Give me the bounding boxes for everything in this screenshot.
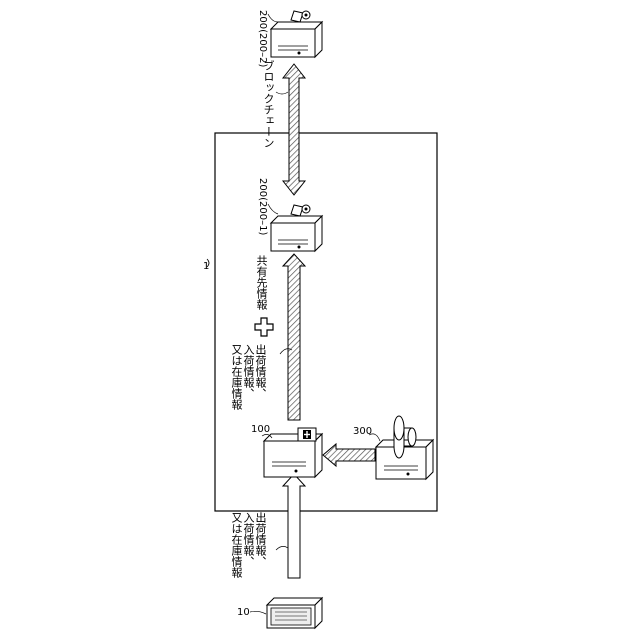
leader-blockchain	[276, 92, 288, 94]
info-center-line-3: 又は在庫情報	[230, 344, 242, 410]
plus-icon	[255, 318, 273, 336]
label-system-number: 1	[203, 261, 209, 272]
leader-node-inner	[268, 204, 278, 214]
label-blockchain: ブロックチェーン	[262, 60, 274, 148]
info-left-line-1: 出荷情報、	[254, 512, 266, 578]
wallet-icon-inner	[291, 205, 310, 216]
blockchain-double-arrow	[283, 64, 305, 195]
node-200-1	[271, 216, 322, 251]
info-block-left: 出荷情報、 入荷情報、 又は在庫情報	[230, 512, 266, 578]
info-center-line-1: 出荷情報、	[254, 344, 266, 410]
node-200-2	[271, 22, 322, 57]
leader-node-outer	[268, 14, 278, 22]
plus-module-icon	[298, 428, 316, 441]
label-server-300-number: 300	[353, 426, 372, 437]
info-left-line-2: 入荷情報、	[242, 512, 254, 578]
label-node-inner: 200(200–1)	[256, 178, 268, 235]
label-node-outer: 200(200–2)	[256, 10, 268, 67]
terminal-device	[267, 598, 322, 628]
label-server-100-number: 100	[251, 424, 270, 435]
arrow-server-to-node	[283, 254, 305, 420]
wallet-icon-outer	[291, 11, 310, 22]
label-terminal-number: 10	[237, 607, 250, 618]
info-center-line-2: 入荷情報、	[242, 344, 254, 410]
info-left-line-3: 又は在庫情報	[230, 512, 242, 578]
arrow-terminal-to-server	[283, 474, 305, 578]
arrow-db-to-server	[323, 444, 375, 466]
leader-info-left	[276, 546, 288, 550]
label-shared-info: 共有先情報	[255, 255, 267, 310]
info-block-center: 出荷情報、 入荷情報、 又は在庫情報	[230, 344, 266, 410]
leader-terminal	[250, 611, 266, 614]
